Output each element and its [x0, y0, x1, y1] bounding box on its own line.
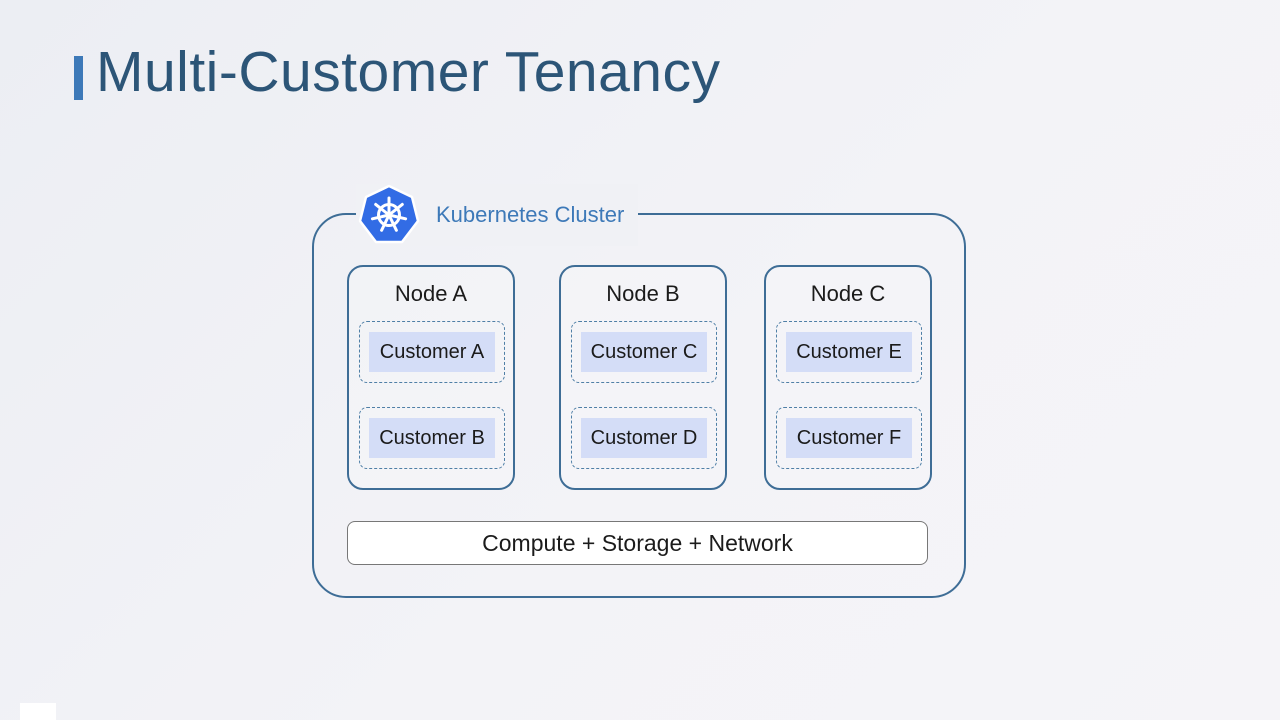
customer-box-f: Customer F: [776, 407, 922, 469]
customer-label: Customer E: [786, 332, 912, 372]
customer-label: Customer A: [369, 332, 495, 372]
shared-resources-bar: Compute + Storage + Network: [347, 521, 928, 565]
node-title: Node A: [394, 281, 468, 306]
kubernetes-icon: [358, 184, 420, 244]
customer-box-e: Customer E: [776, 321, 922, 383]
node-title: Node B: [606, 281, 680, 306]
node-a: Node A Customer A Customer B: [347, 265, 515, 490]
customer-box-b: Customer B: [359, 407, 505, 469]
cluster-label: Kubernetes Cluster: [436, 202, 625, 227]
customer-box-c: Customer C: [571, 321, 717, 383]
customer-label: Customer F: [786, 418, 912, 458]
corner-mark: [20, 703, 56, 720]
customer-label: Customer C: [581, 332, 707, 372]
node-c: Node C Customer E Customer F: [764, 265, 932, 490]
kubernetes-cluster-box: [312, 213, 966, 598]
page-title: Multi-Customer Tenancy: [96, 40, 721, 104]
customer-label: Customer B: [369, 418, 495, 458]
customer-box-a: Customer A: [359, 321, 505, 383]
node-title: Node C: [810, 281, 886, 306]
cluster-header: Kubernetes Cluster: [356, 184, 639, 246]
customer-box-d: Customer D: [571, 407, 717, 469]
title-accent-bar: [74, 56, 83, 100]
node-b: Node B Customer C Customer D: [559, 265, 727, 490]
customer-label: Customer D: [581, 418, 707, 458]
